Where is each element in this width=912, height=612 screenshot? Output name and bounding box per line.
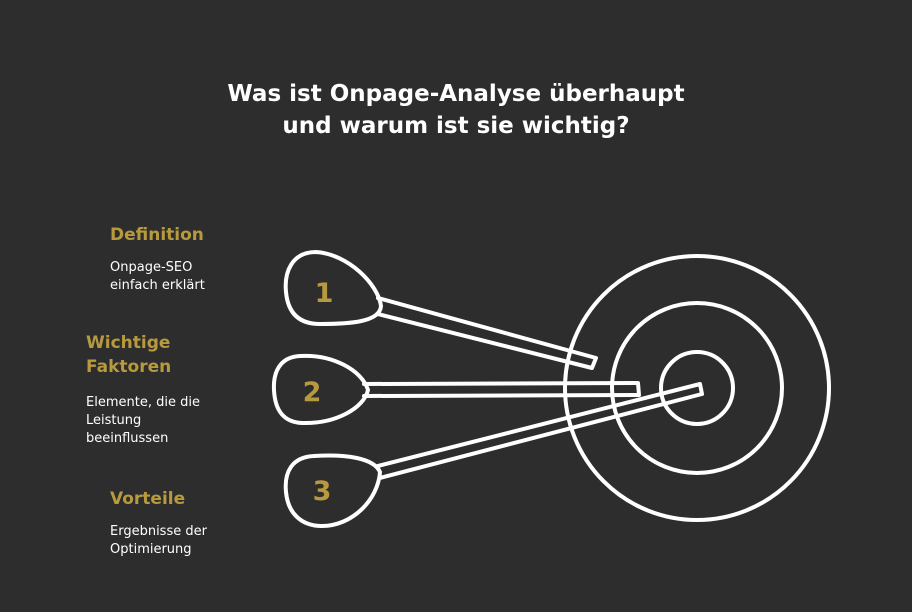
title-line-1: Was ist Onpage-Analyse überhaupt xyxy=(227,81,685,107)
title-line-2: und warum ist sie wichtig? xyxy=(282,113,630,139)
dart-3-number: 3 xyxy=(313,476,332,507)
item-3-heading: Vorteile xyxy=(110,489,186,509)
item-3-description: Ergebnisse der Optimierung xyxy=(110,523,207,559)
item-2-description: Elemente, die die Leistung beeinflussen xyxy=(86,394,200,448)
dart-2-number: 2 xyxy=(303,377,322,408)
dart-2-shaft xyxy=(362,381,641,398)
target-inner-ring xyxy=(659,350,735,426)
dart-2-head xyxy=(271,353,370,426)
dart-3-shaft xyxy=(376,382,704,480)
target-outer-ring xyxy=(563,254,831,522)
item-3-description-line-1: Ergebnisse der xyxy=(110,524,207,539)
item-1-description-line-1: Onpage-SEO xyxy=(110,260,193,275)
item-1-description-line-2: einfach erklärt xyxy=(110,278,205,293)
dart-3-head xyxy=(283,453,382,528)
item-2-heading-line-2: Faktoren xyxy=(86,357,172,377)
dart-1-head xyxy=(283,250,383,326)
item-1-heading: Definition xyxy=(110,225,204,245)
item-1-description: Onpage-SEO einfach erklärt xyxy=(110,259,205,295)
dart-1-shaft xyxy=(376,296,598,370)
item-2-description-line-1: Elemente, die die xyxy=(86,395,200,410)
item-2-description-line-2: Leistung xyxy=(86,413,142,428)
page-title: Was ist Onpage-Analyse überhaupt und war… xyxy=(0,78,912,142)
item-2-description-line-3: beeinflussen xyxy=(86,431,169,446)
item-3-description-line-2: Optimierung xyxy=(110,542,192,557)
item-2-heading: Wichtige Faktoren xyxy=(86,331,171,379)
item-2-heading-line-1: Wichtige xyxy=(86,333,171,353)
dart-1-number: 1 xyxy=(315,278,334,309)
target-middle-ring xyxy=(610,301,784,475)
